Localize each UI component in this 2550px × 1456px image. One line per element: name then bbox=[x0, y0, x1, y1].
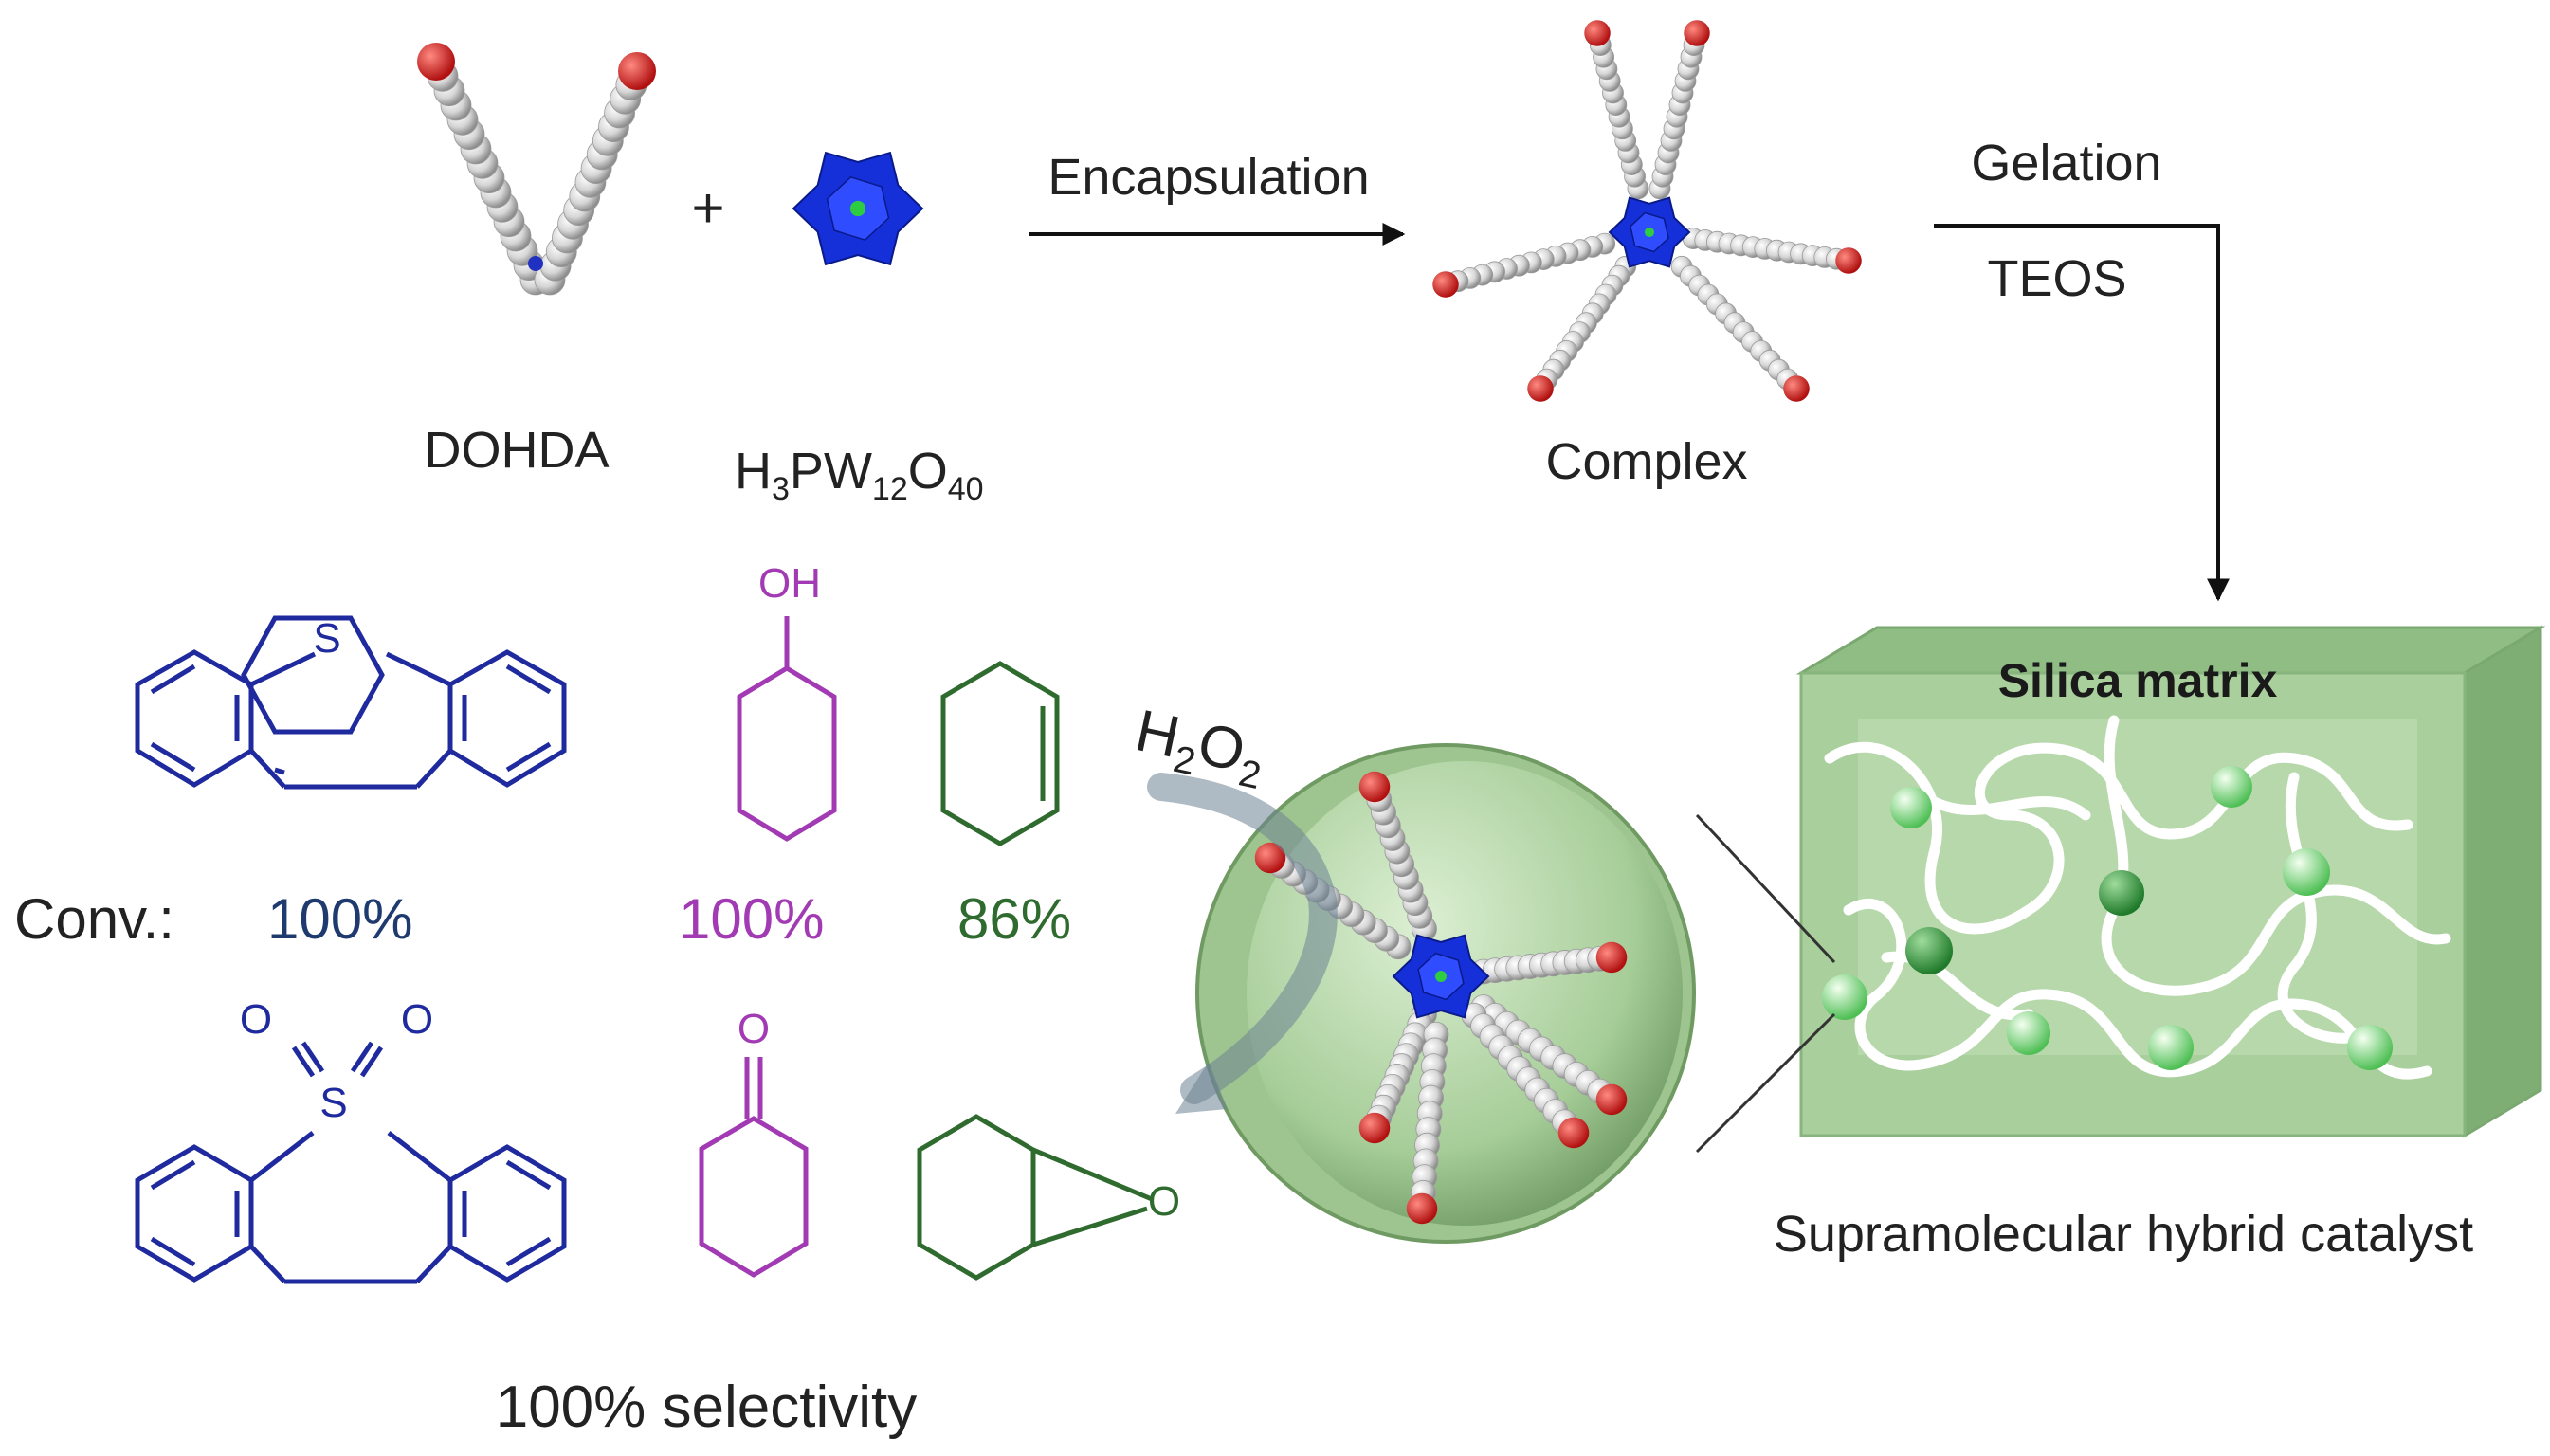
ketone-oxygen-label: O bbox=[738, 1006, 770, 1052]
teos-label: TEOS bbox=[1987, 250, 2126, 307]
dohda-label: DOHDA bbox=[424, 422, 609, 479]
conversion-cyclohexanol: 100% bbox=[679, 887, 824, 951]
h2o2-arrow-head bbox=[1175, 1062, 1228, 1114]
polyoxometalate-cluster bbox=[792, 151, 924, 266]
pom-cluster bbox=[792, 151, 924, 266]
dohda-molecule bbox=[417, 43, 656, 296]
cyclohexene-structure bbox=[940, 661, 1060, 846]
silica-matrix-label: Silica matrix bbox=[1998, 654, 2278, 707]
complex-pom bbox=[1608, 196, 1691, 268]
zoom-line-bottom bbox=[1695, 1012, 1836, 1154]
oxygen-atom bbox=[1835, 247, 1862, 274]
complex-structure bbox=[1432, 20, 1862, 402]
catalyst-particles bbox=[1822, 766, 2393, 1070]
oxygen-atom bbox=[1358, 1112, 1391, 1144]
dibenzothiophene-structure bbox=[135, 615, 567, 790]
encapsulation-label: Encapsulation bbox=[1047, 149, 1369, 206]
sphere-pom bbox=[1392, 934, 1490, 1019]
gelation-arrow bbox=[1934, 224, 2230, 602]
oxygen-atom bbox=[618, 52, 656, 90]
sulfone-oxygen-left: O bbox=[240, 996, 272, 1043]
gelation-label: Gelation bbox=[1971, 135, 2161, 191]
oxygen-atom bbox=[1527, 375, 1554, 402]
complex-chain-1 bbox=[1584, 20, 1649, 200]
oxygen-atom bbox=[1783, 375, 1810, 402]
epoxide-oxygen-label: O bbox=[1148, 1178, 1180, 1225]
complex-label: Complex bbox=[1545, 433, 1747, 490]
sphere-chain-5 bbox=[1406, 1021, 1449, 1225]
oxygen-atom bbox=[1584, 20, 1611, 46]
catalyst-label: Supramolecular hybrid catalyst bbox=[1774, 1206, 2473, 1263]
silica-matrix-block: Silica matrix bbox=[1795, 625, 2546, 1138]
complex-chain-4 bbox=[1682, 228, 1862, 274]
nitrogen-atom bbox=[528, 256, 543, 271]
complex-in-sphere bbox=[1254, 771, 1628, 1225]
hpw-label: H3PW12O40 bbox=[735, 443, 984, 507]
oxygen-atom bbox=[1358, 771, 1391, 803]
h2o2-curved-arrow bbox=[1147, 773, 1338, 1104]
sulfone-sulfur-label: S bbox=[319, 1080, 347, 1126]
oxygen-atom bbox=[1684, 20, 1710, 46]
oxygen-atom bbox=[1595, 941, 1628, 974]
sphere-chain-7 bbox=[1461, 1002, 1590, 1149]
sulfur-atom-label: S bbox=[313, 615, 340, 662]
complex-chain-2 bbox=[1648, 20, 1710, 200]
sphere-chain-1 bbox=[1358, 771, 1437, 942]
dibenzothiophene-sulfone-structure bbox=[135, 1041, 567, 1284]
complex-chain-3 bbox=[1432, 232, 1616, 298]
conversion-cyclohexene: 86% bbox=[957, 887, 1071, 951]
complex-chain-5 bbox=[1527, 255, 1637, 402]
hydroxyl-label: OH bbox=[758, 560, 821, 607]
oxygen-atom bbox=[1557, 1117, 1590, 1149]
oxygen-atom bbox=[1254, 842, 1286, 874]
cyclohexanone-structure bbox=[699, 1057, 809, 1278]
oxygen-atom bbox=[1595, 1083, 1628, 1116]
complex-chain-6 bbox=[1670, 255, 1810, 402]
oxygen-atom bbox=[1406, 1192, 1438, 1225]
oxygen-atom bbox=[1432, 271, 1459, 298]
sulfone-oxygen-right: O bbox=[401, 996, 433, 1043]
selectivity-label: 100% selectivity bbox=[496, 1374, 918, 1440]
cyclohexene-oxide-structure bbox=[917, 1114, 1153, 1281]
plus-sign: + bbox=[691, 176, 724, 240]
dohda-chain-left bbox=[417, 43, 552, 296]
oxygen-atom bbox=[417, 43, 455, 81]
conversion-label: Conv.: bbox=[14, 887, 174, 951]
conversion-dibenzothiophene: 100% bbox=[267, 887, 412, 951]
cyclohexanol-structure bbox=[737, 616, 837, 842]
dohda-chain-right bbox=[534, 52, 656, 296]
zoom-line-top bbox=[1695, 813, 1836, 964]
